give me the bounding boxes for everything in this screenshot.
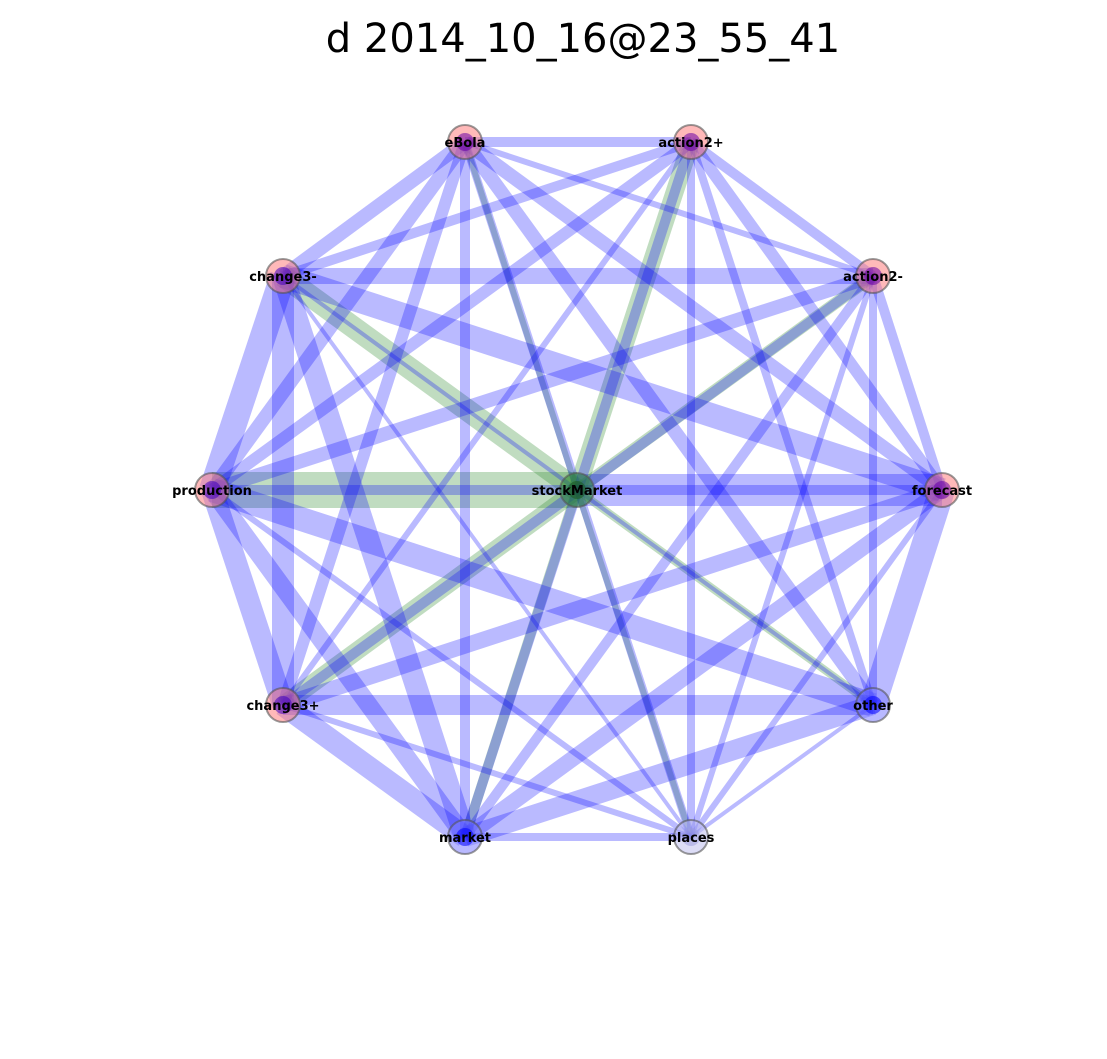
edge-forecast-places — [688, 488, 945, 839]
edge-forecast-market — [460, 483, 947, 844]
label-layer: eBola action2+ change3- action2- production s… — [172, 136, 972, 846]
node-core-change3plus — [274, 696, 292, 714]
edge-eBola-change3plus — [277, 140, 471, 707]
edge-eBola-production — [206, 137, 471, 495]
node-label-action2minus: action2- — [843, 270, 903, 285]
edge-change3minus-production — [199, 271, 296, 495]
node-label-eBola: eBola — [445, 136, 486, 151]
edge-action2plus-other — [687, 140, 877, 707]
node-label-change3plus: change3+ — [246, 699, 319, 714]
node-label-action2plus: action2+ — [658, 136, 723, 151]
edge-action2plus-change3minus — [281, 137, 693, 281]
node-core-production — [203, 481, 221, 499]
edge-eBola-action2minus — [464, 139, 874, 279]
edge-change3plus-market — [276, 696, 472, 846]
edge-action2minus-places — [688, 275, 876, 838]
node-core-forecast — [933, 481, 951, 499]
node-layer — [194, 124, 960, 855]
edge-action2plus-production — [208, 137, 695, 495]
edge-change3plus-places — [282, 702, 692, 840]
edge-stockMarket-places — [574, 489, 694, 838]
edge-forecast-change3plus — [280, 482, 945, 713]
node-core-market — [456, 828, 474, 846]
node-label-other: other — [853, 699, 893, 714]
edge-action2plus-action2minus — [688, 137, 876, 281]
edge-action2minus-forecast — [868, 274, 947, 492]
node-core-eBola — [456, 133, 474, 151]
edge-other-places — [689, 703, 875, 839]
edge-stockMarket-change3plus — [277, 482, 583, 713]
node-core-change3minus — [274, 267, 292, 285]
edge-eBola-other — [459, 137, 879, 710]
edge-stockMarket-action2minus — [573, 271, 877, 495]
edge-production-market — [204, 484, 473, 843]
node-other — [855, 687, 891, 723]
edge-production-other — [208, 478, 877, 717]
node-places — [673, 819, 709, 855]
edge-action2minus-production — [209, 269, 876, 497]
edge-stockMarket-eBola — [462, 141, 580, 491]
figure-title: d 2014_10_16@23_55_41 — [326, 16, 840, 62]
node-core-other — [864, 696, 882, 714]
node-action2minus — [855, 258, 891, 294]
node-core-action2plus — [682, 133, 700, 151]
node-forecast — [924, 472, 960, 508]
edge-production-change3plus — [201, 486, 294, 709]
node-change3minus — [265, 258, 301, 294]
node-core-places — [682, 828, 700, 846]
node-label-forecast: forecast — [912, 484, 972, 499]
edge-production-places — [210, 487, 693, 840]
edge-forecast-other — [860, 486, 955, 709]
edge-change3minus-market — [272, 272, 476, 841]
edge-eBola-forecast — [460, 136, 947, 496]
edge-action2plus-change3plus — [280, 140, 694, 707]
node-eBola — [447, 124, 483, 160]
node-production — [194, 472, 230, 508]
node-stockMarket — [559, 472, 595, 508]
node-market — [447, 819, 483, 855]
edge-change3minus-forecast — [279, 264, 946, 502]
edge-stockMarket-change3minus — [276, 267, 584, 499]
edge-stockMarket-action2plus — [568, 139, 700, 493]
node-label-production: production — [172, 484, 252, 499]
node-label-market: market — [439, 831, 491, 846]
edge-change3minus-places — [281, 274, 693, 839]
node-label-stockMarket: stockMarket — [532, 484, 623, 499]
node-core-stockMarket — [568, 481, 586, 499]
edge-stockMarket-other — [574, 486, 876, 709]
edge-action2minus-market — [460, 273, 878, 840]
edge-eBola-change3minus — [278, 136, 470, 282]
node-label-change3minus: change3- — [249, 270, 317, 285]
edge-stockMarket-market — [460, 488, 582, 839]
edge-layer — [199, 136, 955, 847]
node-label-places: places — [668, 831, 715, 846]
node-change3plus — [265, 687, 301, 723]
edge-action2plus-forecast — [686, 138, 947, 494]
node-action2plus — [673, 124, 709, 160]
node-core-action2minus — [864, 267, 882, 285]
edge-other-market — [461, 695, 877, 847]
